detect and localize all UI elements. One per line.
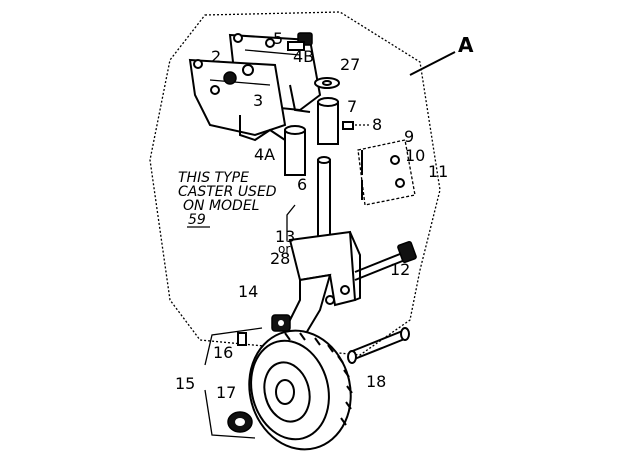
callout-17: 17 [216,383,236,402]
bolt-5 [287,32,313,51]
caster-wheel [248,329,353,451]
callout-4b: 4B [293,47,314,66]
caster-fork [283,230,361,337]
callout-3: 3 [253,91,263,110]
note-line-2: CASTER USED [178,184,277,200]
nut-2 [223,71,237,85]
bolt-12 [354,240,417,281]
callout-2: 2 [211,47,221,66]
callout-5: 5 [273,29,283,48]
callout-10: 10 [405,146,425,165]
callout-18: 18 [366,372,386,391]
callout-27: 27 [340,55,360,74]
clamp-plate-9 [357,139,416,206]
grease-fitting-16 [237,332,247,346]
callout-13: 13 [275,227,295,246]
callout-9: 9 [404,127,414,146]
mounting-bracket [188,33,322,142]
note-line-4: 59 [188,212,206,228]
assembly-boundary [149,11,441,356]
callout-28: 28 [270,249,290,268]
leader-a [409,51,456,76]
callout-14: 14 [238,282,258,301]
callout-12: 12 [390,260,410,279]
callout-a: A [458,33,474,57]
callout-11: 11 [428,162,448,181]
note-line-1: THIS TYPE [178,170,249,186]
leader-13 [286,204,296,240]
bearing-17 [227,411,253,433]
callout-6: 6 [297,175,307,194]
callout-16: 16 [213,343,233,362]
note-line-3: ON MODEL [183,198,259,214]
callout-4a: 4A [254,145,275,164]
fitting-7 [342,121,354,130]
nut-14 [271,314,291,332]
group-bracket-15 [204,327,263,439]
callout-or: or [278,242,290,256]
spacer-tube-right [317,97,339,145]
axle-18 [347,327,410,364]
spacer-tube-4a [284,125,306,176]
callout-8: 8 [372,115,382,134]
caster-stem [317,156,331,246]
washer-3 [242,64,254,76]
callout-15: 15 [175,374,195,393]
callout-7: 7 [347,97,357,116]
